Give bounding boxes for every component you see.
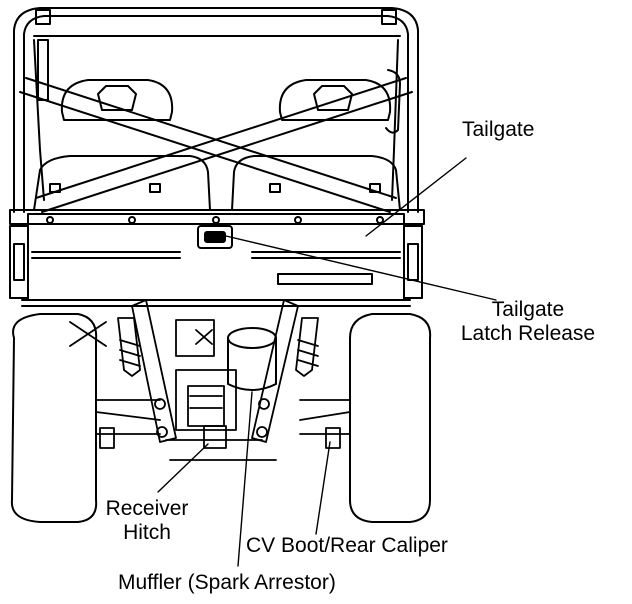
- suspension-frame: [69, 299, 351, 461]
- leader-lines: [157, 157, 497, 567]
- latch-release-label: Tailgate Latch Release: [430, 298, 626, 346]
- receiver-hitch-label-line1: Receiver: [105, 497, 189, 520]
- tailgate-label: Tailgate: [462, 118, 535, 141]
- latch-release-handle: [197, 225, 233, 249]
- tailgate-bed: [9, 209, 425, 307]
- receiver-hitch-label: Receiver Hitch: [96, 497, 198, 545]
- latch-release-label-line2: Latch Release: [460, 322, 596, 345]
- cross-bars: [19, 77, 413, 213]
- muffler-label: Muffler (Spark Arrestor): [118, 571, 336, 594]
- roll-cage: [13, 7, 419, 213]
- muffler: [227, 327, 277, 391]
- latch-release-label-line1: Tailgate: [491, 298, 565, 321]
- rear-wheels: [10, 313, 432, 523]
- seats: [33, 79, 401, 211]
- receiver-hitch-label-line2: Hitch: [123, 521, 171, 544]
- cv-boot-label: CV Boot/Rear Caliper: [246, 534, 448, 557]
